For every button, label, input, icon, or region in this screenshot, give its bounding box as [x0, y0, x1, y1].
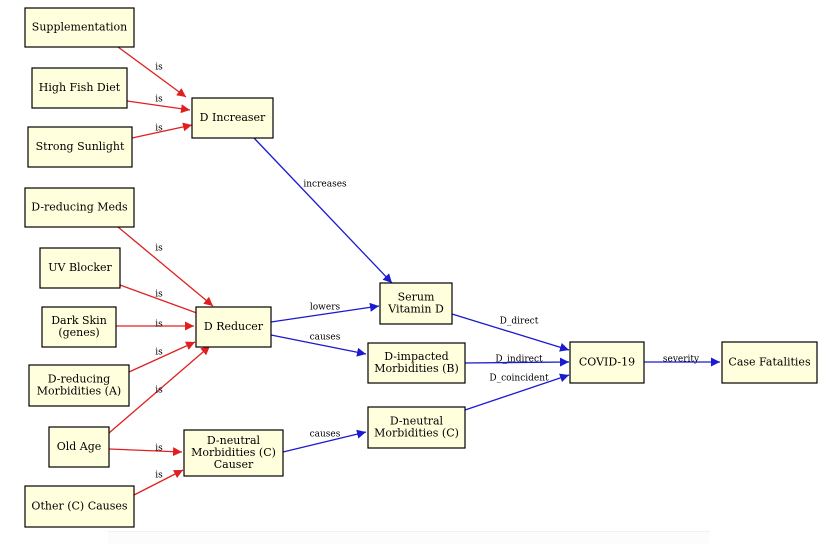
node-box [183, 429, 284, 477]
edge-label: is [155, 290, 163, 300]
node-box [379, 282, 453, 325]
edge-label: D_coincident [489, 374, 549, 384]
node-label: Dark Skin [51, 314, 107, 327]
edge-supplementation-to-d_increaser [117, 46, 187, 98]
node-other-c-causes: Other (C) Causes [24, 485, 135, 528]
edge-label: is [155, 244, 163, 254]
edges-layer [108, 46, 720, 496]
edge-label: increases [303, 180, 347, 190]
node-supplementation: Supplementation [24, 7, 135, 48]
edge-old_age-to-d_reducer [108, 345, 211, 434]
edge-d_neutral_morbidities-to-covid19 [464, 373, 570, 411]
node-label: D-reducing Meds [31, 201, 128, 214]
node-label: COVID-19 [579, 356, 635, 369]
node-label: Causer [214, 458, 254, 471]
edge-label: is [155, 348, 163, 358]
node-covid19: COVID-19 [569, 341, 645, 384]
node-case-fatalities: Case Fatalities [721, 341, 818, 384]
node-box [191, 97, 274, 139]
edge-d_reducing_meds-to-d_reducer [117, 226, 214, 307]
node-box [41, 306, 117, 348]
node-strong-sunlight: Strong Sunlight [27, 126, 133, 168]
node-box [31, 67, 128, 109]
node-box [721, 341, 818, 384]
node-old-age: Old Age [48, 426, 110, 468]
node-label: D Increaser [200, 111, 266, 124]
edge-d_neutral_causer-to-d_neutral_morbidities [282, 429, 367, 453]
edge-labels-layer: is is is increases is is is is is is is lowers cause… [155, 63, 700, 481]
node-box [569, 341, 645, 384]
node-label: Morbidities (B) [374, 362, 459, 375]
node-label: D Reducer [204, 320, 264, 333]
node-label: Morbidities (A) [37, 385, 121, 398]
node-label: D-impacted [384, 350, 448, 363]
edge-label: is [155, 63, 163, 73]
edge-d_reducer-to-serum_vitamin_d [270, 302, 380, 323]
node-label: Serum [398, 291, 435, 304]
node-label: Supplementation [32, 21, 127, 34]
edge-old_age-to-d_neutral_causer [108, 447, 183, 457]
node-d-reducer: D Reducer [195, 306, 272, 348]
edge-strong_sunlight-to-d_increaser [131, 122, 193, 139]
node-label: D-neutral [207, 434, 261, 447]
node-label: Vitamin D [387, 303, 444, 316]
edge-label: is [155, 386, 163, 396]
node-label: D-neutral [390, 415, 444, 428]
edge-other_c_causes-to-d_neutral_causer [133, 469, 184, 496]
edge-label: D_indirect [495, 355, 543, 365]
node-label: Morbidities (C) [191, 446, 276, 459]
edge-d_increaser-to-serum_vitamin_d [253, 137, 393, 284]
node-box [24, 187, 135, 228]
node-box [28, 364, 130, 407]
node-label: Other (C) Causes [31, 500, 127, 513]
edge-d_reducer-to-d_impacted_morbidities [270, 334, 367, 357]
node-box [24, 7, 135, 48]
node-box [24, 485, 135, 528]
edge-label: lowers [310, 303, 341, 313]
node-label: Old Age [57, 440, 102, 453]
node-dark-skin: Dark Skin(genes) [41, 306, 117, 348]
node-box [367, 406, 466, 449]
node-box [195, 306, 272, 348]
node-label: Morbidities (C) [374, 427, 459, 440]
edge-label: is [155, 320, 163, 330]
node-label: High Fish Diet [39, 81, 121, 94]
edge-label: causes [310, 333, 341, 343]
node-box [367, 342, 466, 384]
node-box [27, 126, 133, 168]
edge-label: is [155, 124, 163, 134]
node-box [39, 247, 121, 289]
node-uv-blocker: UV Blocker [39, 247, 121, 289]
edge-label: D_direct [500, 317, 539, 327]
node-label: Strong Sunlight [36, 140, 125, 153]
node-label: (genes) [58, 326, 99, 339]
node-label: Case Fatalities [728, 356, 811, 369]
edge-d_impacted_morbidities-to-covid19 [464, 357, 570, 367]
node-box [48, 426, 110, 468]
node-d-reducing-meds: D-reducing Meds [24, 187, 135, 228]
edge-label: is [155, 95, 163, 105]
edge-high_fish_diet-to-d_increaser [126, 100, 191, 114]
edge-label: severity [663, 355, 700, 365]
edge-label: causes [310, 430, 341, 440]
viewer-toolbar [108, 531, 710, 544]
node-high-fish-diet: High Fish Diet [31, 67, 128, 109]
edge-label: is [155, 444, 163, 454]
node-label: D-reducing [48, 373, 110, 386]
edge-uv_blocker-to-d_reducer [119, 284, 206, 318]
edge-d_reducing_morbidities-to-d_reducer [128, 341, 196, 373]
node-d-increaser: D Increaser [191, 97, 274, 139]
edge-label: is [155, 471, 163, 481]
edge-serum_vitamin_d-to-covid19 [451, 313, 570, 352]
node-label: UV Blocker [48, 261, 112, 274]
